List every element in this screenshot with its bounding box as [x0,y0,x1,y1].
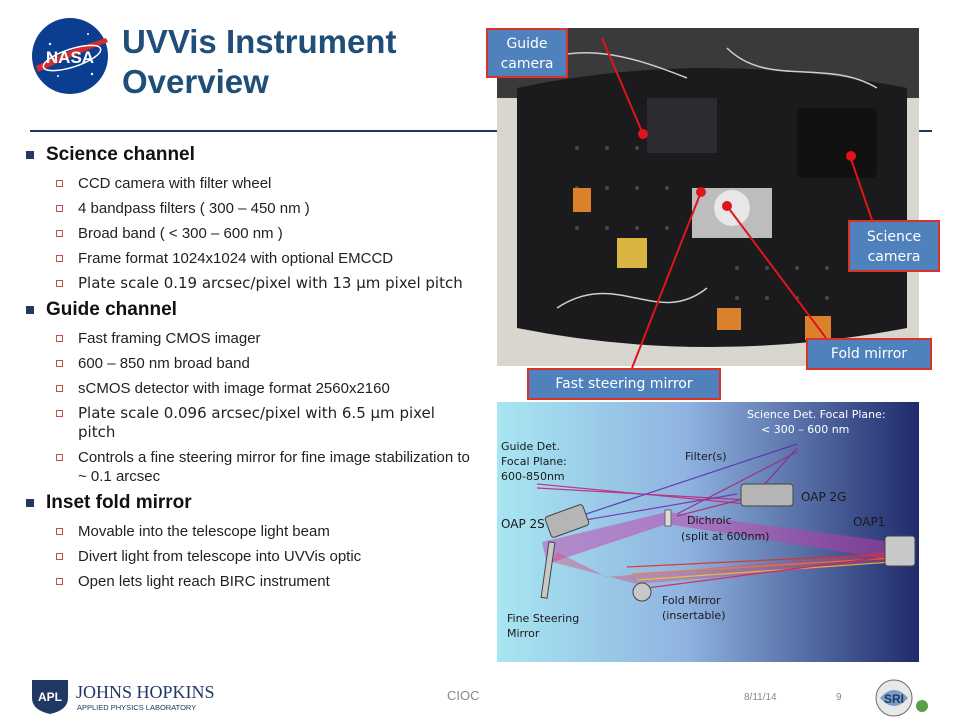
svg-text:Guide Det.: Guide Det. [501,440,560,453]
callout-guide-camera: Guide camera [486,28,568,78]
optical-layout-diagram: OAP 2G OAP 2S Dichroic (split at 600nm) … [497,402,919,662]
svg-text:JOHNS HOPKINS: JOHNS HOPKINS [76,682,215,702]
svg-text:Dichroic: Dichroic [687,514,732,527]
callout-science-camera: Science camera [848,220,940,272]
title-divider [30,130,932,132]
svg-text:NASA: NASA [46,48,94,67]
svg-text:SRI: SRI [884,692,904,706]
footer-date: 8/11/14 [744,692,777,703]
svg-text:OAP 2G: OAP 2G [801,490,846,504]
page-title: UVVis Instrument Overview [122,23,397,100]
svg-text:APPLIED PHYSICS LABORATORY: APPLIED PHYSICS LABORATORY [77,703,196,712]
list-item: Divert light from telescope into UVVis o… [22,547,474,566]
list-item: Plate scale 0.19 arcsec/pixel with 13 μm… [22,274,474,293]
list-item: Frame format 1024x1024 with optional EMC… [22,249,474,268]
list-item: CCD camera with filter wheel [22,174,474,193]
nasa-logo: NASA [32,18,108,94]
svg-text:< 300 – 600 nm: < 300 – 600 nm [761,423,849,436]
svg-text:APL: APL [38,690,62,704]
callout-fast-steering-mirror: Fast steering mirror [527,368,721,400]
svg-text:Mirror: Mirror [507,627,540,640]
svg-text:(insertable): (insertable) [662,609,726,622]
instrument-photo [497,28,919,366]
list-item: Open lets light reach BIRC instrument [22,572,474,591]
svg-text:Science Det. Focal Plane:: Science Det. Focal Plane: [747,408,886,421]
svg-text:Filter(s): Filter(s) [685,450,727,463]
jhu-apl-logo: APL JOHNS HOPKINS APPLIED PHYSICS LABORA… [32,680,215,714]
list-item: 4 bandpass filters ( 300 – 450 nm ) [22,199,474,218]
footer-label: CIOC [447,688,480,703]
list-item: Plate scale 0.096 arcsec/pixel with 6.5 … [22,404,474,442]
bullet-list: Science channel CCD camera with filter w… [22,138,474,591]
svg-text:600-850nm: 600-850nm [501,470,565,483]
section-heading-science: Science channel [22,142,474,168]
section-heading-guide: Guide channel [22,297,474,323]
section-heading-fold-mirror: Inset fold mirror [22,490,474,516]
svg-text:Focal Plane:: Focal Plane: [501,455,567,468]
svg-text:Fold Mirror: Fold Mirror [662,594,721,607]
sri-logo: SRI [875,679,928,717]
list-item: sCMOS detector with image format 2560x21… [22,379,474,398]
svg-text:Fine Steering: Fine Steering [507,612,579,625]
page-number: 9 [836,692,842,703]
callout-leaders [601,37,873,369]
list-item: Broad band ( < 300 – 600 nm ) [22,224,474,243]
list-item: Movable into the telescope light beam [22,522,474,541]
svg-text:(split at 600nm): (split at 600nm) [681,530,769,543]
callout-fold-mirror: Fold mirror [806,338,932,370]
list-item: 600 – 850 nm broad band [22,354,474,373]
svg-text:OAP 2S: OAP 2S [501,517,545,531]
list-item: Fast framing CMOS imager [22,329,474,348]
list-item: Controls a fine steering mirror for fine… [22,448,474,486]
svg-text:OAP1: OAP1 [853,515,885,529]
